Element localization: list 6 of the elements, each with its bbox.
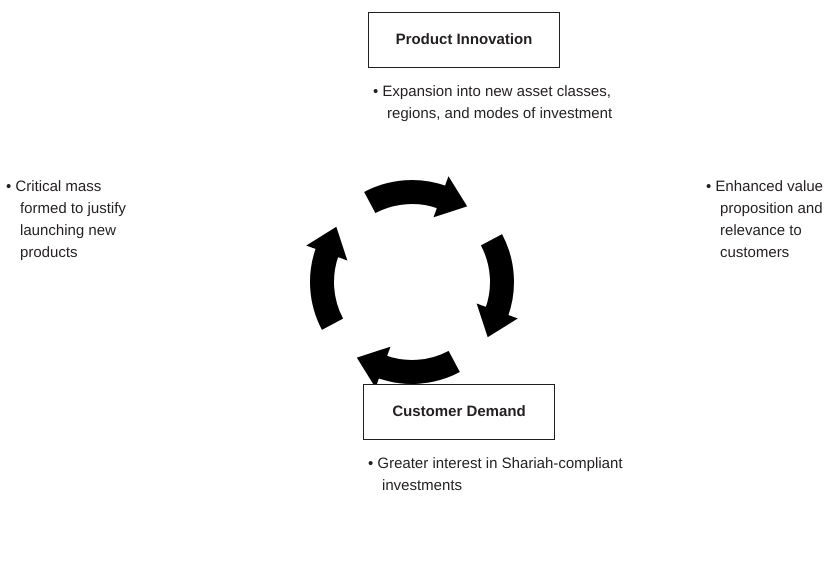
bullet-text: • Critical mass formed to justify launching new products: [6, 176, 134, 264]
bullet-text: • Expansion into new asset classes, regions, and modes of investment: [373, 82, 614, 124]
box-title: Customer Demand: [392, 402, 526, 422]
bullet-text: • Greater interest in Shariah-compliant investments: [368, 454, 624, 496]
bullet-text: • Enhanced value proposition and relevance to customers: [706, 176, 828, 264]
box-title: Product Innovation: [396, 30, 532, 50]
